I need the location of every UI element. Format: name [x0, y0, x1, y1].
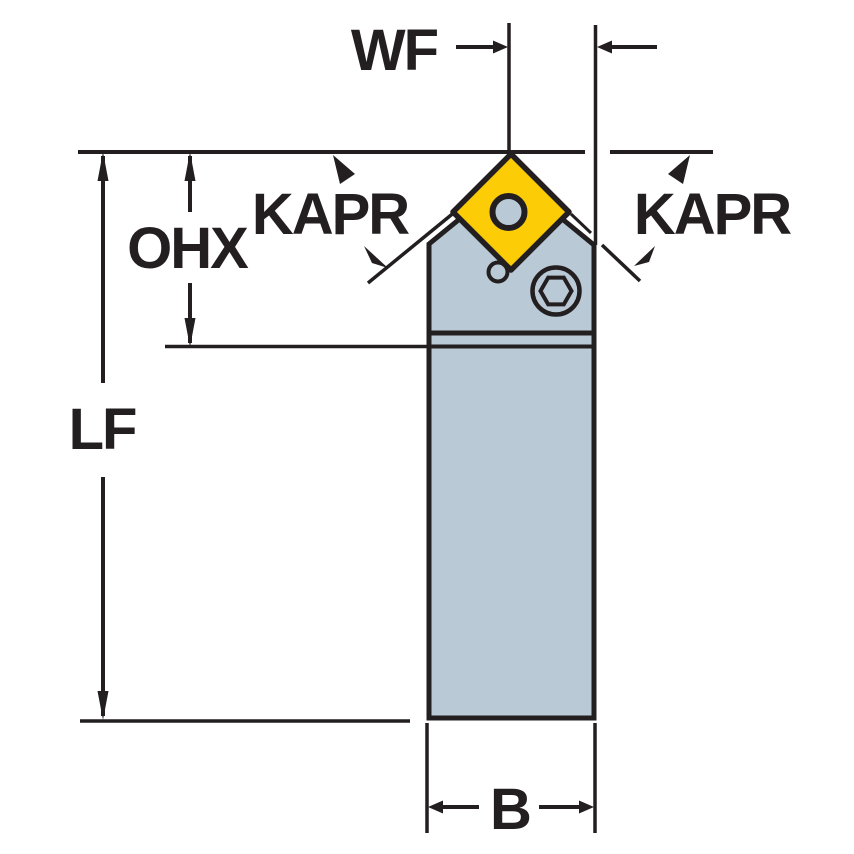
- wf-label: WF: [351, 18, 438, 83]
- kapr-angle-arrow-left-bottom: [364, 246, 388, 268]
- kapr-angle-arrow-right-bottom: [634, 246, 655, 266]
- insert-hole: [489, 193, 528, 231]
- b-dimension: [428, 800, 594, 814]
- ohx-label: OHX: [127, 216, 249, 281]
- kapr-label-left: KAPR: [252, 182, 409, 247]
- lf-arrowhead-top: [97, 152, 109, 181]
- kapr-angle-arrow-right-top: [668, 155, 690, 184]
- lf-label: LF: [69, 397, 136, 462]
- b-arrowhead-left: [428, 800, 443, 814]
- toolholder: [426, 173, 597, 721]
- wf-arrowhead-left: [493, 40, 508, 54]
- kapr-label-right: KAPR: [634, 182, 791, 247]
- b-extension-lines: [425, 723, 597, 833]
- wf-arrowhead-right: [597, 40, 612, 54]
- hex-socket-icon: [538, 275, 574, 307]
- lf-dimension-line: [97, 152, 109, 720]
- wf-dimension: [456, 40, 657, 54]
- ohx-arrowhead-bottom: [184, 318, 196, 347]
- lf-arrowhead-bottom: [97, 691, 109, 720]
- ohx-arrowhead-top: [184, 152, 196, 181]
- cutting-edge-extension-right: [569, 212, 593, 235]
- b-label: B: [490, 777, 530, 842]
- insert: [450, 151, 572, 273]
- ohx-dimension-line: [184, 152, 196, 347]
- kapr-angle-arrow-left-top: [333, 155, 355, 184]
- kapr-angle-tick-right: [600, 243, 642, 283]
- clamp-pin-hole: [486, 260, 510, 284]
- cutting-edge-extension-left: [366, 209, 458, 285]
- b-arrowhead-right: [579, 800, 594, 814]
